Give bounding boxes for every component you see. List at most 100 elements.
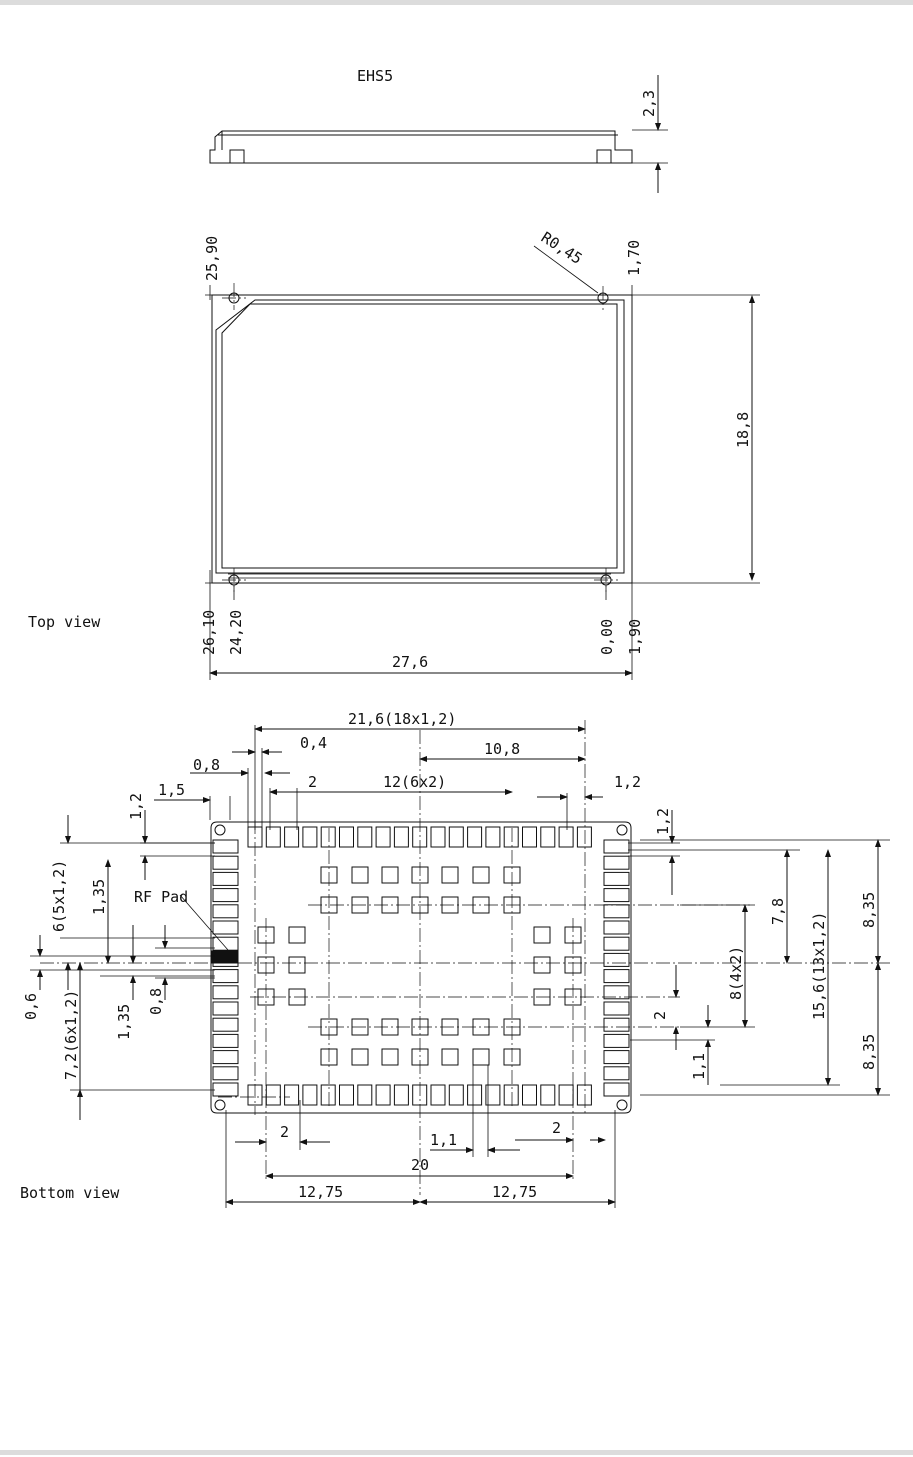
- dim-10-8: 10,8: [484, 740, 520, 758]
- pad-top-row: [504, 827, 518, 847]
- pad-inner: [473, 1049, 489, 1065]
- pad-right-column: [604, 1018, 629, 1031]
- pad-top-row: [559, 827, 573, 847]
- coord-0-00: 0,00: [598, 619, 616, 655]
- pad-inner: [442, 867, 458, 883]
- dim-2-top: 2: [308, 773, 317, 791]
- pad-bottom-row: [358, 1085, 372, 1105]
- pad-bottom-row: [541, 1085, 555, 1105]
- coord-24-20: 24,20: [227, 610, 245, 655]
- bottom-view: RF Pad: [20, 710, 890, 1208]
- drawing-title: EHS5: [357, 67, 393, 85]
- pad-inner: [382, 1049, 398, 1065]
- pad-array: [213, 827, 629, 1105]
- pad-left-column: [213, 1067, 238, 1080]
- pad-inner-side: [289, 927, 305, 943]
- dim-1-2-rv: 1,2: [654, 808, 672, 835]
- pad-left-column: [213, 937, 238, 950]
- pad-bottom-row: [321, 1085, 335, 1105]
- pad-left-column: [213, 1083, 238, 1096]
- dim-1-35-lower: 1,35: [115, 1004, 133, 1040]
- pad-inner: [442, 1049, 458, 1065]
- pad-inner-side: [289, 957, 305, 973]
- dimension-texts: 21,6(18x1,2) 0,4 10,8 0,8 2 12(6x2) 1,2 …: [22, 710, 878, 1201]
- dim-0-6: 0,6: [22, 993, 40, 1020]
- pad-right-column: [604, 905, 629, 918]
- dim-1-35-upper: 1,35: [90, 879, 108, 915]
- pad-inner: [473, 867, 489, 883]
- pad-bottom-row: [523, 1085, 537, 1105]
- pad-top-row: [431, 827, 445, 847]
- pad-top-row: [468, 827, 482, 847]
- pad-bottom-row: [468, 1085, 482, 1105]
- dim-2-bottom-left: 2: [280, 1123, 289, 1141]
- dim-21-6: 21,6(18x1,2): [348, 710, 456, 728]
- pad-right-column: [604, 1051, 629, 1064]
- dim-15-6: 15,6(13x1,2): [810, 912, 828, 1020]
- pad-top-row: [541, 827, 555, 847]
- pad-right-column: [604, 953, 629, 966]
- side-view: EHS5 2,3: [210, 67, 668, 193]
- pad-bottom-row: [449, 1085, 463, 1105]
- pad-bottom-row: [303, 1085, 317, 1105]
- top-view-label: Top view: [28, 613, 101, 631]
- dim-1-2-right: 1,2: [614, 773, 641, 791]
- dim-1-5: 1,5: [158, 781, 185, 799]
- pad-top-row: [376, 827, 390, 847]
- pad-right-column: [604, 1002, 629, 1015]
- pad-left-column: [213, 872, 238, 885]
- dim-1-1-v: 1,1: [690, 1053, 708, 1080]
- pad-right-column: [604, 1034, 629, 1047]
- dim-2-right-v: 2: [651, 1011, 669, 1020]
- pad-top-row: [523, 827, 537, 847]
- pad-top-row: [394, 827, 408, 847]
- dim-0-8-v: 0,8: [147, 988, 165, 1015]
- dim-7-8: 7,8: [769, 898, 787, 925]
- pad-inner: [352, 867, 368, 883]
- pad-top-row: [449, 827, 463, 847]
- pad-left-column: [213, 905, 238, 918]
- pad-inner-side: [534, 957, 550, 973]
- dim-12-75-right: 12,75: [492, 1183, 537, 1201]
- pad-left-column: [213, 1002, 238, 1015]
- pad-right-column: [604, 1067, 629, 1080]
- pad-left-column: [213, 889, 238, 902]
- pad-right-column: [604, 889, 629, 902]
- dim-12-6x2: 12(6x2): [383, 773, 446, 791]
- coord-26-10: 26,10: [200, 610, 218, 655]
- pad-bottom-row: [504, 1085, 518, 1105]
- pad-bottom-row: [266, 1085, 280, 1105]
- pad-right-column: [604, 937, 629, 950]
- pad-right-column: [604, 1083, 629, 1096]
- dim-8-35-lower: 8,35: [860, 1034, 878, 1070]
- dim-0-8: 0,8: [193, 756, 220, 774]
- pad-bottom-row: [559, 1085, 573, 1105]
- pad-bottom-row: [577, 1085, 591, 1105]
- coord-1-90: 1,90: [626, 619, 644, 655]
- pad-right-column: [604, 840, 629, 853]
- dim-6-5x1-2: 6(5x1,2): [50, 860, 68, 932]
- pad-top-row: [358, 827, 372, 847]
- pad-top-row: [321, 827, 335, 847]
- bottom-view-label: Bottom view: [20, 1184, 120, 1202]
- pad-inner: [352, 1049, 368, 1065]
- pad-right-column: [604, 856, 629, 869]
- rf-pad-label: RF Pad: [134, 888, 188, 906]
- top-view: 18,8 27,6 25,90 1,70 R0,45 26,10 24,20 0…: [28, 228, 760, 680]
- dim-12-75-left: 12,75: [298, 1183, 343, 1201]
- pad-left-column: [213, 1018, 238, 1031]
- dim-1-2-left: 1,2: [127, 793, 145, 820]
- coord-1-70: 1,70: [625, 240, 643, 276]
- pad-top-row: [285, 827, 299, 847]
- dim-20: 20: [411, 1156, 429, 1174]
- pad-left-column: [213, 970, 238, 983]
- side-height-dim: 2,3: [640, 90, 658, 117]
- pad-bottom-row: [394, 1085, 408, 1105]
- dim-0-4: 0,4: [300, 734, 327, 752]
- pad-left-column: [213, 1034, 238, 1047]
- pad-top-row: [577, 827, 591, 847]
- pad-left-column: [213, 986, 238, 999]
- dim-8-4x2: 8(4x2): [727, 946, 745, 1000]
- dim-7-2: 7,2(6x1,2): [62, 990, 80, 1080]
